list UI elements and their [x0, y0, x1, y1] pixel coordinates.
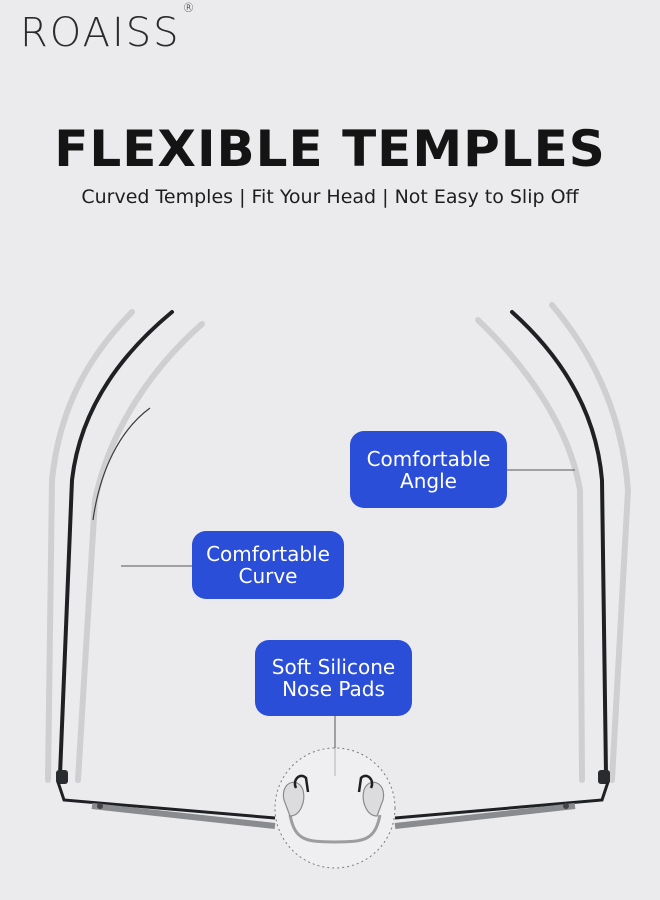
callout-pads-line1: Soft Silicone [271, 655, 396, 679]
motion-arc [92, 407, 151, 521]
right-temple [510, 310, 608, 777]
brand-name: ROAISS [20, 10, 181, 56]
left-ghost-temple-outer [45, 309, 135, 783]
front-frame-right [394, 781, 610, 820]
registered-mark: ® [182, 0, 197, 15]
page-title: FLEXIBLE TEMPLES [54, 120, 606, 178]
front-frame-left [56, 781, 276, 820]
left-hinge [56, 770, 68, 784]
right-pad-arm [357, 774, 374, 793]
callout-curve-line2: Curve [238, 564, 298, 588]
brand-logo: ROAISS® [20, 1, 197, 56]
right-ghost-temple-outer [549, 302, 632, 783]
right-nose-pad [362, 781, 385, 817]
lens-edge-left [91, 803, 276, 829]
callout-comfortable-angle: Comfortable Angle [350, 431, 507, 508]
callout-pads-line2: Nose Pads [282, 677, 385, 701]
callout-curve-line1: Comfortable [206, 542, 330, 566]
right-hinge [598, 770, 610, 784]
left-nose-pad [282, 781, 305, 817]
callout-angle-line2: Angle [400, 468, 457, 493]
callout-comfortable-curve: Comfortable Curve [192, 531, 344, 599]
callout-nose-pads: Soft Silicone Nose Pads [255, 640, 412, 716]
left-ghost-temple-inner [75, 321, 205, 783]
callout-angle-line1: Comfortable [366, 446, 491, 471]
lens-edge-right [394, 803, 576, 829]
page-subtitle: Curved Temples | Fit Your Head | Not Eas… [81, 186, 579, 208]
right-lens-screw [563, 803, 569, 809]
left-temple [58, 310, 174, 777]
left-lens-screw [97, 803, 103, 809]
right-ghost-temple-inner [475, 317, 585, 783]
left-pad-arm [293, 774, 310, 793]
